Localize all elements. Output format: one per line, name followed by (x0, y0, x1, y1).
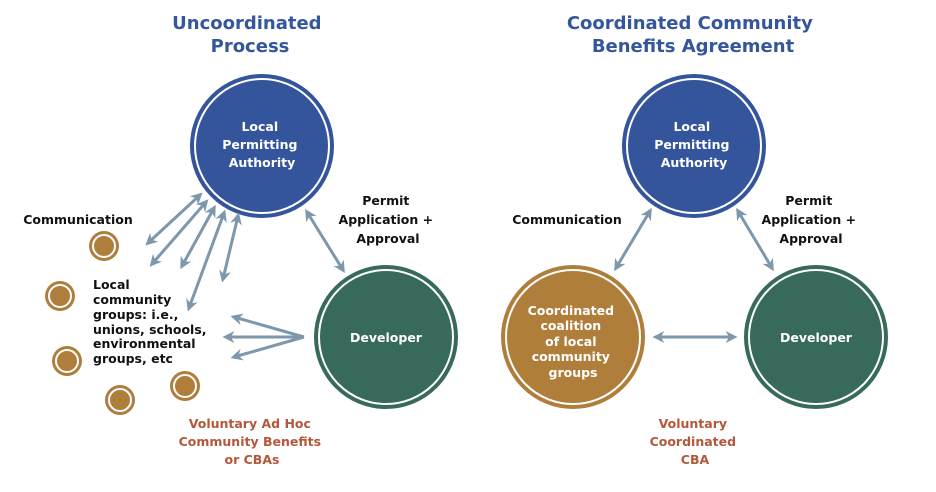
authority-node: Local Permitting Authority (190, 74, 334, 218)
left-panel-uncoordinated: Uncoordinated Process Local Permitting A… (23, 13, 458, 467)
permit-arrow (305, 208, 345, 274)
authority-label: Local Permitting Authority (222, 119, 302, 170)
right-cba-label: Voluntary Coordinated CBA (650, 416, 741, 467)
community-group-icon (45, 281, 75, 311)
communication-arrow (186, 209, 227, 312)
developer-to-groups-arrow (230, 335, 305, 361)
permit-label: Permit Application + Approval (762, 193, 861, 246)
right-panel-title: Coordinated Community Benefits Agreement (567, 13, 819, 57)
left-panel-title: Uncoordinated Process (172, 13, 328, 57)
permit-arrow (736, 207, 774, 272)
developer-label: Developer (780, 330, 853, 345)
community-group-icon (89, 231, 119, 261)
developer-fan-arrows (222, 313, 305, 361)
communication-arrow (614, 207, 652, 272)
right-panel-coordinated: Coordinated Community Benefits Agreement… (501, 13, 888, 467)
authority-label: Local Permitting Authority (654, 119, 734, 170)
permit-label: Permit Application + Approval (339, 193, 438, 246)
communication-label: Communication (23, 212, 133, 227)
community-group-icon (105, 385, 135, 415)
developer-node: Developer (314, 265, 458, 409)
developer-node: Developer (744, 265, 888, 409)
communication-arrow (219, 212, 242, 283)
developer-label: Developer (350, 330, 423, 345)
community-groups-label: Local community groups: i.e., unions, sc… (93, 277, 211, 366)
community-group-icon (52, 346, 82, 376)
communication-arrows (145, 192, 242, 312)
left-cba-label: Voluntary Ad Hoc Community Benefits or C… (179, 416, 326, 467)
developer-to-groups-arrow (230, 313, 305, 339)
coalition-label: Coordinated coalition of local community… (528, 303, 619, 380)
community-group-circles (45, 231, 200, 415)
communication-label: Communication (512, 212, 622, 227)
community-group-icon (170, 371, 200, 401)
authority-node: Local Permitting Authority (622, 74, 766, 218)
coalition-node: Coordinated coalition of local community… (501, 265, 645, 409)
